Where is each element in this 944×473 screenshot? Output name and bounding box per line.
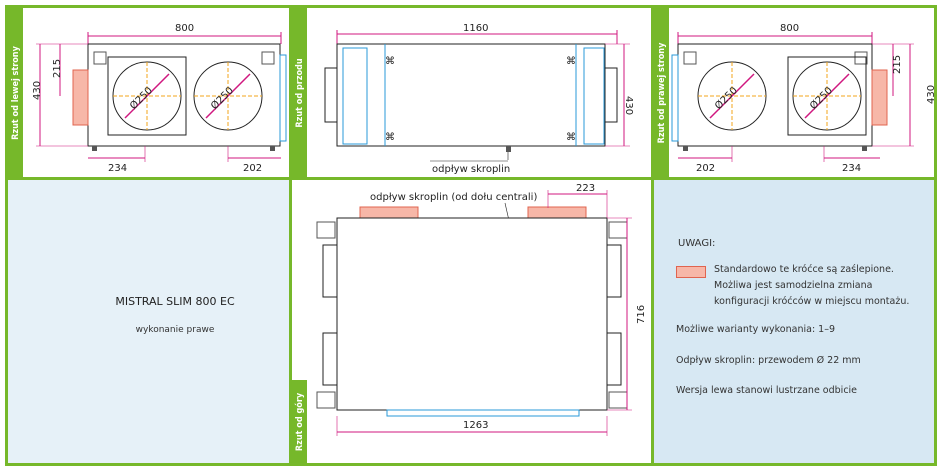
note-variants: Możliwe warianty wykonania: 1–9 [676,324,836,335]
view-tab-front: Rzut od przodu [292,8,307,177]
duct-panel-left [342,47,368,145]
unit-body [87,43,281,147]
capped-spigot-right [527,206,587,219]
legend-line-2: Możliwa jest samodzielna zmiana [714,280,873,291]
drain-label: odpływ skroplin (od dołu centrali) [370,192,537,203]
divider-v1 [289,5,292,466]
dim-left-offset: 202 [696,163,715,174]
dim-width: 800 [175,23,194,34]
left-side-view: 800 Ø250 Ø250 430 215 [32,23,287,174]
dim-height-total: 430 [926,85,937,104]
drain-nozzle [506,146,511,152]
view-tab-top: Rzut od góry [292,380,307,463]
svg-text:⌘: ⌘ [385,132,395,143]
corner-mount [683,51,697,65]
dim-width: 1263 [463,420,488,431]
divider-h [5,177,937,180]
unit-body [677,43,873,147]
capped-spigot [871,69,888,126]
front-view: 1160 ⌘ ⌘ ⌘ ⌘ 430 odpływ skroplin [324,23,634,175]
corner-mount [93,51,107,65]
duct-port-frame [787,56,867,136]
dim-spigot-offset: 223 [576,183,595,194]
duct-panel-right [583,47,605,145]
duct-port-frame [107,56,187,136]
right-side-view: 800 Ø250 Ø250 215 430 [671,23,937,174]
notes-panel [652,178,934,463]
dim-width: 800 [780,23,799,34]
drain-label: odpływ skroplin [432,164,510,175]
capped-spigot-left [359,206,419,219]
dim-height-spigot: 215 [52,59,63,78]
corner-mount [316,221,336,239]
dim-width: 1160 [463,23,488,34]
view-tab-left: Rzut od lewej strony [8,8,23,177]
product-title: MISTRAL SLIM 800 EC [115,295,235,308]
duct-flange [671,54,679,142]
capped-spigot [72,69,89,126]
dim-depth: 716 [636,305,647,324]
legend-line-1: Standardowo te króćce są zaślepione. [714,264,894,275]
front-panel-edge [386,409,580,417]
svg-text:⌘: ⌘ [385,56,395,67]
top-view: odpływ skroplin (od dołu centrali) 223 7… [316,183,647,436]
dim-left-offset: 234 [108,163,127,174]
dim-height: 430 [623,96,634,115]
product-panel [8,178,290,463]
note-mirror: Wersja lewa stanowi lustrzane odbicie [676,385,858,396]
dim-right-offset: 234 [842,163,861,174]
legend-line-3: konfiguracji króćców w miejscu montażu. [714,296,910,307]
side-duct [322,244,338,298]
svg-text:⌘: ⌘ [566,56,576,67]
note-drain: Odpływ skroplin: przewodem Ø 22 mm [676,355,861,366]
duct-flange [279,54,287,142]
capped-spigot-legend-swatch [676,266,706,278]
product-subtitle: wykonanie prawe [135,325,215,335]
outer-frame [5,5,937,466]
notes-heading: UWAGI: [678,238,716,249]
divider-v2 [651,5,654,466]
svg-text:⌘: ⌘ [566,132,576,143]
dim-height-spigot: 215 [892,55,903,74]
dim-height-total: 430 [32,81,43,100]
view-tab-right: Rzut od prawej strony [654,8,669,177]
foot [683,146,688,151]
dim-right-offset: 202 [243,163,262,174]
unit-body [336,217,608,411]
unit-body [336,43,606,147]
foot [92,146,97,151]
